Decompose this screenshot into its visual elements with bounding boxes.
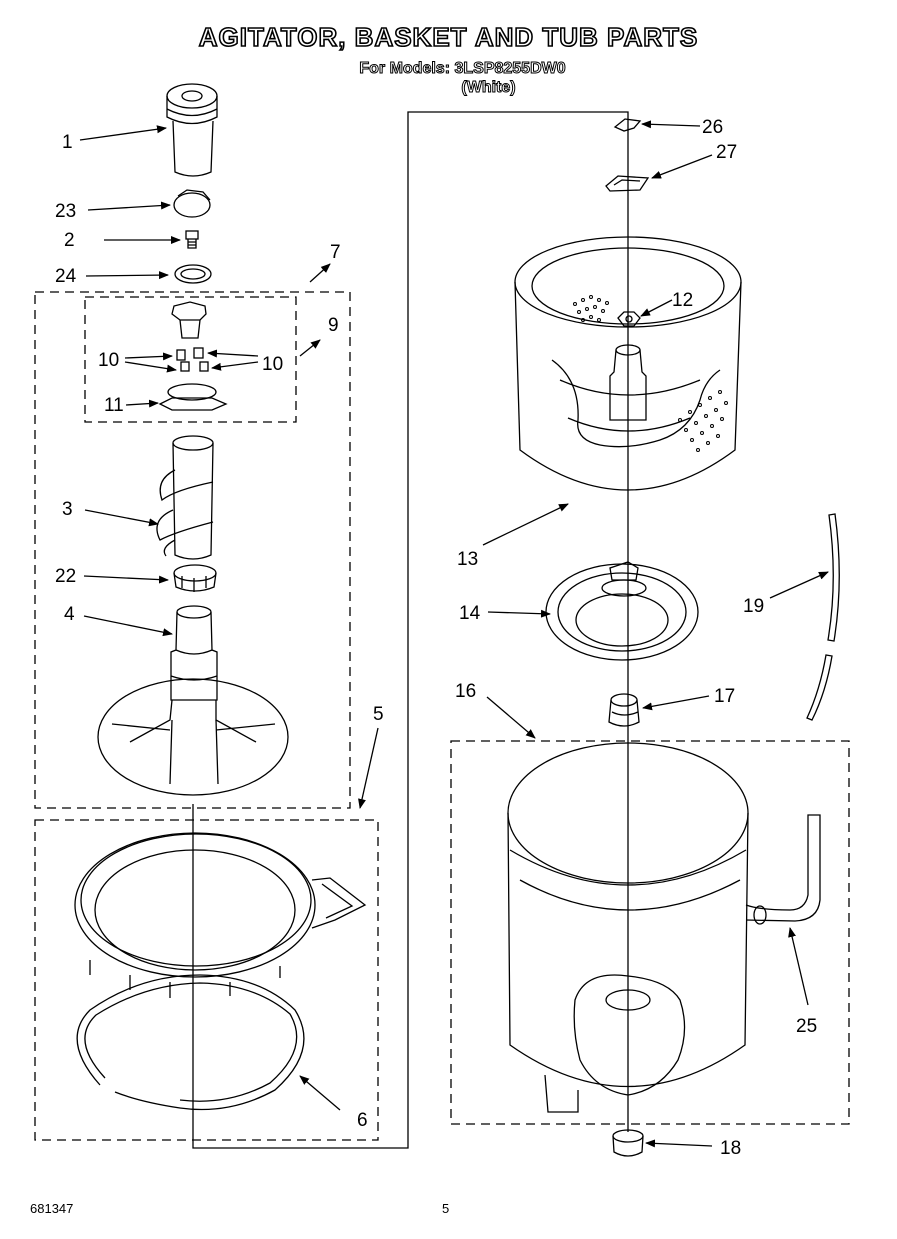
page-number: 5 xyxy=(442,1201,450,1216)
basket-perforations xyxy=(573,295,728,452)
color-subtitle: (White) xyxy=(461,79,516,97)
part-17-coupling xyxy=(608,693,640,727)
part-3-agitator-barrel xyxy=(156,435,214,560)
callout-11: 11 xyxy=(104,395,124,416)
callout-10-right: 10 xyxy=(262,354,283,375)
callout-10-left: 10 xyxy=(98,350,119,371)
part-19-tube xyxy=(806,513,840,721)
callout-27: 27 xyxy=(716,142,737,163)
part-16-outer-tub xyxy=(507,742,821,1113)
part-27-bracket xyxy=(605,175,650,192)
part-4-agitator-base xyxy=(97,605,289,796)
callout-6: 6 xyxy=(357,1110,368,1131)
part-1-agitator-cap xyxy=(166,83,218,177)
callout-23: 23 xyxy=(55,201,76,222)
callout-5: 5 xyxy=(373,704,384,725)
group-box-16 xyxy=(450,740,850,1125)
footer-part-code: 681347 xyxy=(30,1201,74,1216)
callout-19: 19 xyxy=(743,596,764,617)
diagram-title: AGITATOR, BASKET AND TUB PARTS xyxy=(198,21,699,53)
callout-9: 9 xyxy=(328,315,339,336)
center-line-agitator xyxy=(192,111,629,1149)
callout-4: 4 xyxy=(64,604,75,625)
callout-18: 18 xyxy=(720,1138,741,1159)
part-22-drive-bell xyxy=(173,564,217,592)
callout-12: 12 xyxy=(672,290,693,311)
part-24-seal xyxy=(174,264,212,284)
part-9-dog-assembly xyxy=(158,301,228,411)
group-box-9 xyxy=(84,296,297,423)
callout-24: 24 xyxy=(55,266,77,287)
part-5-tub-ring xyxy=(74,832,367,998)
part-2-bolt xyxy=(185,230,199,249)
part-6-snubber-ring xyxy=(76,974,305,1111)
callout-14: 14 xyxy=(459,603,481,624)
callout-2: 2 xyxy=(64,230,75,251)
part-26-clip xyxy=(613,118,642,132)
group-box-7 xyxy=(34,291,351,809)
callout-1: 1 xyxy=(62,132,73,153)
part-23-cam xyxy=(173,189,211,218)
callout-16: 16 xyxy=(455,681,476,702)
callout-25: 25 xyxy=(796,1016,817,1037)
callout-26: 26 xyxy=(702,117,723,138)
callout-13: 13 xyxy=(457,549,478,570)
callout-22: 22 xyxy=(55,566,76,587)
callout-17: 17 xyxy=(714,686,735,707)
callout-7: 7 xyxy=(330,242,341,263)
part-13-basket xyxy=(514,236,742,491)
callout-3: 3 xyxy=(62,499,73,520)
model-subtitle: For Models: 3LSP8255DW0 xyxy=(359,60,566,78)
part-18-plug xyxy=(612,1129,644,1157)
group-box-5 xyxy=(34,819,379,1141)
part-14-hub xyxy=(545,561,699,661)
part-12-nut xyxy=(617,311,641,327)
